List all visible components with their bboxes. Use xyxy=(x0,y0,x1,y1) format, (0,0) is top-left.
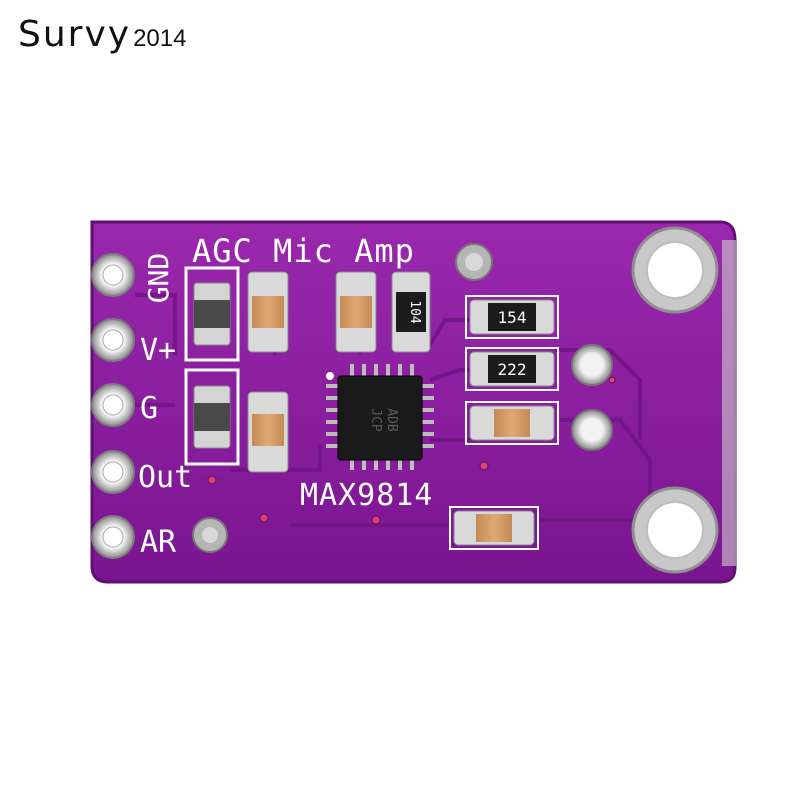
board-title: AGC Mic Amp xyxy=(192,232,415,270)
svg-text:104: 104 xyxy=(407,300,422,324)
smd-cap-3 xyxy=(335,271,377,353)
resistor-154: 154 xyxy=(469,299,555,335)
watermark-year: 2014 xyxy=(133,25,187,52)
smd-cap-left-bottom xyxy=(193,385,231,449)
watermark-logo: Survy 2014 xyxy=(18,14,187,55)
chip-label: MAX9814 xyxy=(300,478,433,513)
resistor-222: 222 xyxy=(469,351,555,387)
smd-cap-5 xyxy=(453,510,535,546)
ic-marking-1: ADB xyxy=(384,408,399,432)
mounting-holes xyxy=(631,226,719,574)
header-pads xyxy=(91,253,135,559)
ic-chip xyxy=(337,375,423,461)
mic-pad-1 xyxy=(571,344,613,386)
smd-cap-left-top xyxy=(193,282,231,346)
pin-label-out: Out xyxy=(138,460,192,495)
svg-text:154: 154 xyxy=(498,308,527,327)
pin-label-gnd: GND xyxy=(142,253,175,304)
pin-label-ar: AR xyxy=(140,525,177,560)
resistor-104: 104 xyxy=(391,271,431,353)
smd-cap-4 xyxy=(469,405,555,441)
mic-pad-2 xyxy=(571,409,613,451)
svg-text:222: 222 xyxy=(498,360,527,379)
watermark-brand: Survy xyxy=(18,14,132,55)
ic-pins xyxy=(326,364,434,470)
smd-cap-1 xyxy=(247,271,289,353)
pin-label-vplus: V+ xyxy=(140,333,176,368)
pin-label-g: G xyxy=(140,391,158,426)
pcb-right-edge xyxy=(722,240,736,566)
ic-marking-2: JCP xyxy=(368,408,383,432)
smd-cap-2 xyxy=(247,391,289,473)
